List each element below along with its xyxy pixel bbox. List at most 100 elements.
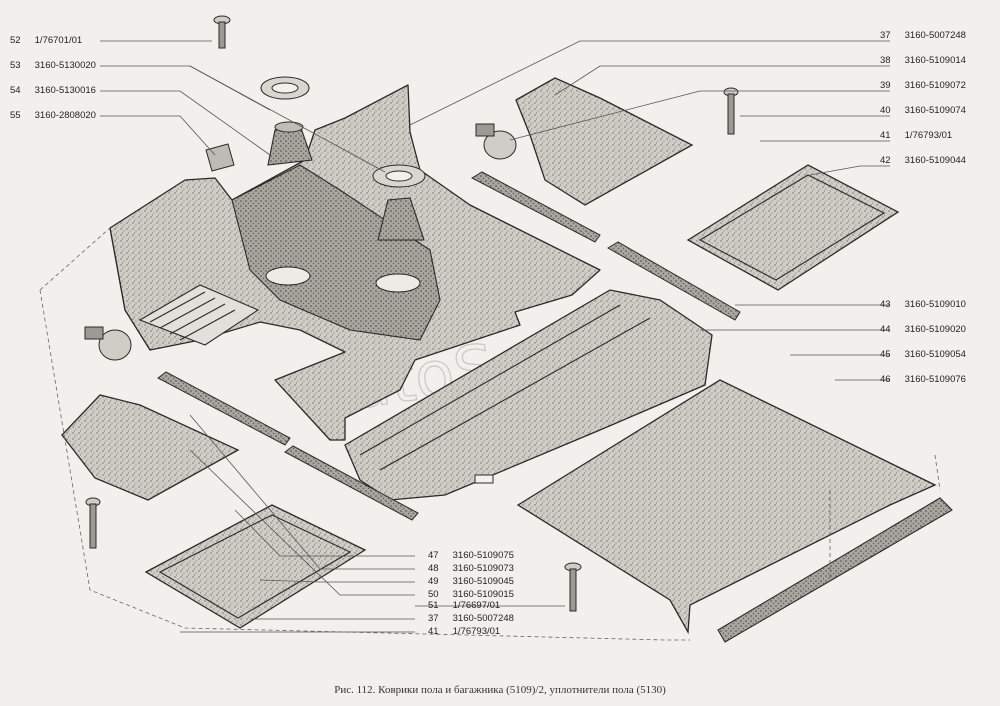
rear-floor-mat — [516, 379, 937, 635]
callout-number: 52 — [10, 35, 21, 46]
part-number: 1/76697/01 — [452, 600, 501, 611]
leader-lines — [100, 40, 890, 633]
callout-number: 45 — [880, 349, 891, 360]
part-number: 3160-5109045 — [452, 576, 514, 587]
floor-mat-right — [686, 164, 900, 291]
boot-ring-hole — [271, 82, 299, 94]
part-number: 3160-5109010 — [904, 299, 966, 310]
seal-strip-left-b — [284, 445, 419, 521]
part-number: 3160-5109075 — [452, 550, 514, 561]
lever-boot-right — [377, 197, 425, 241]
callout-number: 38 — [880, 55, 891, 66]
part-number: 3160-5109073 — [452, 563, 514, 574]
seal-strip-left-a — [157, 371, 291, 446]
seal-strip-upper — [470, 171, 601, 243]
callout-54: 54 3160-5130016 — [10, 85, 96, 97]
callout-37: 37 3160-5007248 — [880, 30, 966, 42]
callout-50: 50 3160-5109015 — [428, 589, 514, 601]
grommet-left — [84, 326, 132, 361]
callout-47: 47 3160-5109075 — [428, 550, 514, 562]
pedal-pad — [138, 284, 260, 346]
callout-number: 54 — [10, 85, 21, 96]
screw-top — [213, 15, 231, 49]
part-number: 3160-5007248 — [452, 613, 514, 624]
part-number: 3160-5109074 — [904, 105, 966, 116]
grommet-right — [475, 123, 517, 160]
figure-caption: Рис. 112. Коврики пола и багажника (5109… — [334, 684, 666, 696]
callout-number: 43 — [880, 299, 891, 310]
part-number: 3160-5109072 — [904, 80, 966, 91]
callout-number: 41 — [428, 626, 439, 637]
callout-number: 39 — [880, 80, 891, 91]
floor-mat-right-rim — [698, 174, 886, 281]
assembly-outline-left — [39, 227, 690, 641]
part-number: 3160-5109015 — [452, 589, 514, 600]
callout-number: 37 — [880, 30, 891, 41]
plug-part — [205, 143, 235, 172]
callout-number: 55 — [10, 110, 21, 121]
callout-number: 53 — [10, 60, 21, 71]
callout-42: 42 3160-5109044 — [880, 155, 966, 167]
callout-number: 44 — [880, 324, 891, 335]
part-number: 3160-5007248 — [904, 30, 966, 41]
trunk-mat-ribs — [359, 304, 651, 471]
callout-53: 53 3160-5130020 — [10, 60, 96, 72]
callout-number: 49 — [428, 576, 439, 587]
callout-number: 51 — [428, 600, 439, 611]
callout-51: 51 1/76697/01 — [428, 600, 500, 612]
screw-right — [723, 87, 739, 135]
callout-number: 41 — [880, 130, 891, 141]
callout-49: 49 3160-5109045 — [428, 576, 514, 588]
part-number: 3160-5109014 — [904, 55, 966, 66]
lever-boot-left-top — [274, 121, 304, 133]
mat-front-edge — [109, 227, 151, 351]
part-number: 3160-5109054 — [904, 349, 966, 360]
floor-mat-bottom-left — [144, 504, 367, 629]
callout-41-bottom: 41 1/76793/01 — [428, 626, 500, 638]
callout-43: 43 3160-5109010 — [880, 299, 966, 311]
part-number: 3160-5130016 — [34, 85, 96, 96]
pedal-pad-ribs — [149, 291, 236, 341]
callout-number: 47 — [428, 550, 439, 561]
sill-seal-strip — [717, 497, 953, 643]
callout-48: 48 3160-5109073 — [428, 563, 514, 575]
callout-number: 48 — [428, 563, 439, 574]
callout-37-bottom: 37 3160-5007248 — [428, 613, 514, 625]
part-number: 3160-2808020 — [34, 110, 96, 121]
part-number: 3160-5109044 — [904, 155, 966, 166]
assembly-outline-right — [829, 454, 941, 580]
callout-number: 40 — [880, 105, 891, 116]
tunnel-hump — [231, 164, 441, 341]
part-number: 1/76793/01 — [452, 626, 501, 637]
part-number: 1/76701/01 — [34, 35, 83, 46]
callout-45: 45 3160-5109054 — [880, 349, 966, 361]
part-number: 1/76793/01 — [904, 130, 953, 141]
boot-ring-right-hole — [385, 170, 413, 182]
callout-39: 39 3160-5109072 — [880, 80, 966, 92]
part-number: 3160-5109076 — [904, 374, 966, 385]
part-number: 3160-5109020 — [904, 324, 966, 335]
callout-52: 52 1/76701/01 — [10, 35, 82, 47]
screw-bottom — [564, 562, 582, 612]
tunnel-hole-right — [375, 273, 421, 293]
callout-46: 46 3160-5109076 — [880, 374, 966, 386]
callout-40: 40 3160-5109074 — [880, 105, 966, 117]
callout-number: 37 — [428, 613, 439, 624]
callout-55: 55 3160-2808020 — [10, 110, 96, 122]
trunk-mat-slot — [474, 474, 494, 484]
part-number: 3160-5130020 — [34, 60, 96, 71]
callout-number: 42 — [880, 155, 891, 166]
callout-38: 38 3160-5109014 — [880, 55, 966, 67]
callout-41: 41 1/76793/01 — [880, 130, 952, 142]
screw-left — [85, 497, 101, 549]
seal-strip-middle — [607, 241, 741, 321]
callout-number: 50 — [428, 589, 439, 600]
floor-mat-upper-right — [515, 77, 694, 206]
callout-number: 46 — [880, 374, 891, 385]
callout-44: 44 3160-5109020 — [880, 324, 966, 336]
tunnel-hole-left — [265, 266, 311, 286]
floor-mat-lower-left — [61, 394, 240, 501]
floor-mat-bottom-left-rim — [158, 514, 352, 619]
